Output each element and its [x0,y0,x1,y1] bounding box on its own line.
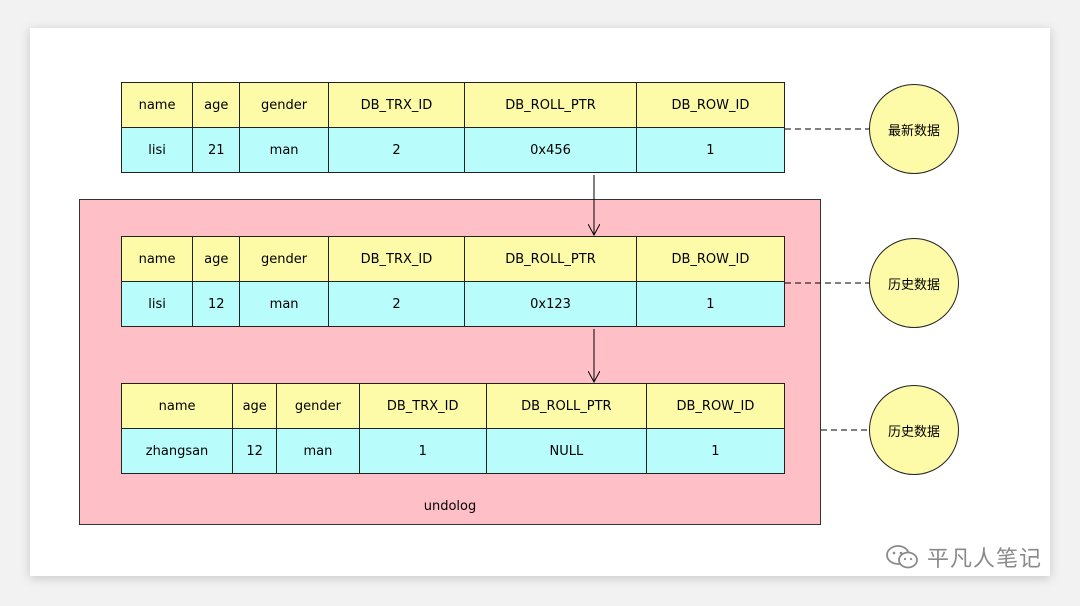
header-cell: DB_ROW_ID [645,383,786,429]
label-circle-history-1: 历史数据 [869,238,959,328]
table-header-row: name age gender DB_TRX_ID DB_ROLL_PTR DB… [120,383,786,429]
header-cell: age [192,82,241,128]
header-cell: DB_ROW_ID [635,82,786,128]
table-header-row: name age gender DB_TRX_ID DB_ROLL_PTR DB… [120,82,786,128]
value-cell: lisi [120,281,194,327]
table-row: lisi 12 man 2 0x123 1 [120,281,786,327]
table-row: lisi 21 man 2 0x456 1 [120,127,786,173]
value-cell: man [239,127,329,173]
header-cell: gender [276,383,360,429]
value-cell: 12 [232,428,278,474]
value-cell: man [239,281,329,327]
table-row: zhangsan 12 man 1 NULL 1 [120,428,786,474]
record-table-history-2: name age gender DB_TRX_ID DB_ROLL_PTR DB… [120,383,786,474]
header-cell: DB_ROLL_PTR [485,383,647,429]
header-cell: DB_ROLL_PTR [464,236,637,282]
value-cell: 0x456 [464,127,637,173]
value-cell: 0x123 [464,281,637,327]
value-cell: 1 [358,428,487,474]
record-table-history-1: name age gender DB_TRX_ID DB_ROLL_PTR DB… [120,236,786,327]
record-table-latest: name age gender DB_TRX_ID DB_ROLL_PTR DB… [120,82,786,173]
label-circle-history-2: 历史数据 [869,385,959,475]
label-circle-latest: 最新数据 [869,84,959,174]
header-cell: age [232,383,278,429]
value-cell: NULL [485,428,647,474]
value-cell: 1 [645,428,786,474]
value-cell: 21 [192,127,241,173]
header-cell: DB_TRX_ID [327,236,466,282]
header-cell: name [120,236,194,282]
undolog-label: undolog [423,499,477,514]
value-cell: 2 [327,127,466,173]
header-cell: DB_ROW_ID [635,236,786,282]
header-cell: DB_ROLL_PTR [464,82,637,128]
header-cell: gender [239,82,329,128]
table-header-row: name age gender DB_TRX_ID DB_ROLL_PTR DB… [120,236,786,282]
header-cell: age [192,236,241,282]
header-cell: DB_TRX_ID [358,383,487,429]
value-cell: zhangsan [120,428,234,474]
header-cell: name [120,82,194,128]
value-cell: lisi [120,127,194,173]
header-cell: name [120,383,234,429]
value-cell: man [276,428,360,474]
header-cell: gender [239,236,329,282]
header-cell: DB_TRX_ID [327,82,466,128]
wechat-icon [886,545,918,569]
watermark-text: 平凡人笔记 [926,547,1042,572]
value-cell: 2 [327,281,466,327]
watermark: 平凡人笔记 [885,541,1042,573]
value-cell: 1 [635,127,786,173]
value-cell: 1 [635,281,786,327]
value-cell: 12 [192,281,241,327]
